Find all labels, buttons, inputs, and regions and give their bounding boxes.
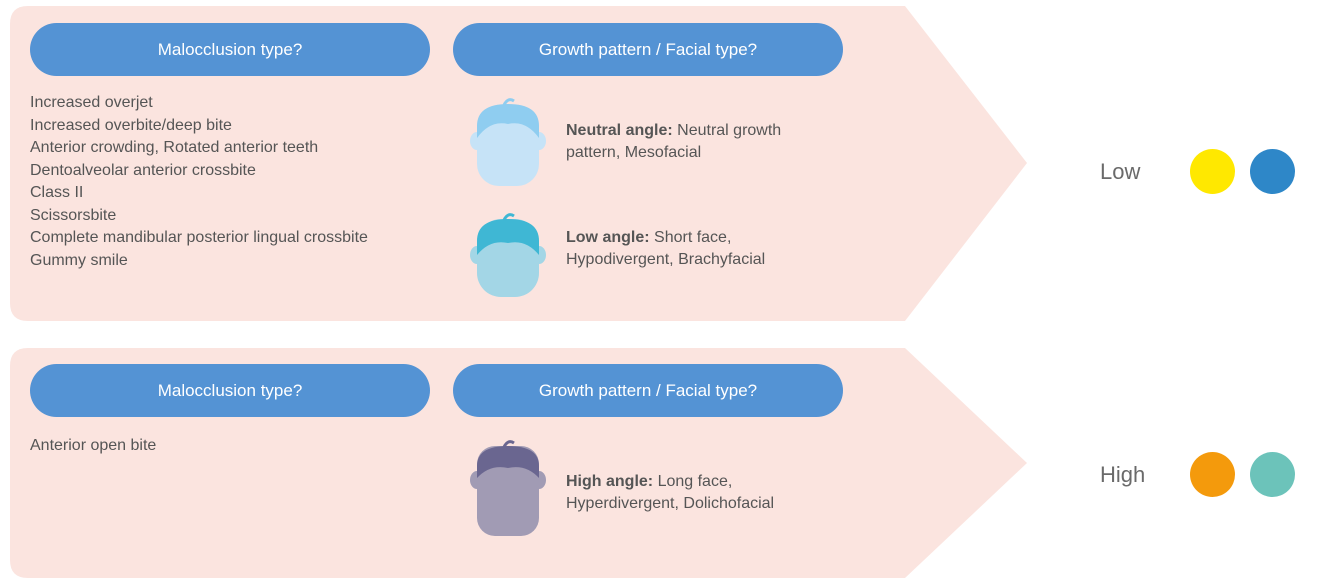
list-item: Anterior open bite [30,437,157,454]
teal-dot [1250,452,1295,497]
risk-label-low: Low [1100,158,1141,184]
yellow-dot [1190,149,1235,194]
malocclusion-list: Anterior open bite [30,435,156,458]
neutral-angle-text: Neutral growth pattern, Mesofacial [566,122,782,161]
list-item: Increased overjet [30,94,153,111]
low-angle-face-icon [470,213,546,297]
orange-dot [1190,452,1235,497]
neutral-angle-description: Neutral angle: Neutral growth pattern, M… [566,120,836,164]
panel-low: Malocclusion type? Growth pattern / Faci… [0,6,1030,321]
high-angle-face-icon [470,440,546,536]
neutral-angle-title: Neutral angle: [566,122,673,139]
list-item: Increased overbite/deep bite [30,116,232,134]
neutral-face-icon [470,98,546,186]
list-item: Anterior crowding, Rotated anterior teet… [30,139,319,156]
panel-high: Malocclusion type? Growth pattern / Faci… [0,348,1030,578]
risk-high: High [1100,452,1295,497]
low-angle-title: Low angle: [566,229,650,246]
malocclusion-type-pill: Malocclusion type? [30,364,430,417]
growth-pattern-pill: Growth pattern / Facial type? [453,364,843,417]
high-angle-text: Long face, Hyperdivergent, Dolichofacial [566,473,775,512]
list-item: Dentoalveolar anterior crossbite [30,161,256,179]
list-item: Gummy smile [30,251,128,269]
risk-label-high: High [1100,461,1146,487]
blue-dot [1250,149,1295,194]
high-angle-description: High angle: Long face, Hyperdivergent, D… [566,471,836,515]
malocclusion-list: Increased overjet Increased overbite/dee… [30,92,368,272]
low-angle-description: Low angle: Short face, Hypodivergent, Br… [566,227,836,271]
growth-pattern-pill: Growth pattern / Facial type? [453,23,843,76]
risk-low: Low [1100,149,1295,194]
malocclusion-type-pill: Malocclusion type? [30,23,430,76]
list-item: Class II [30,184,84,201]
low-angle-text: Short face, Hypodivergent, Brachyfacial [566,229,766,268]
list-item: Complete mandibular posterior lingual cr… [30,229,368,246]
list-item: Scissorsbite [30,206,117,224]
high-angle-title: High angle: [566,473,654,490]
